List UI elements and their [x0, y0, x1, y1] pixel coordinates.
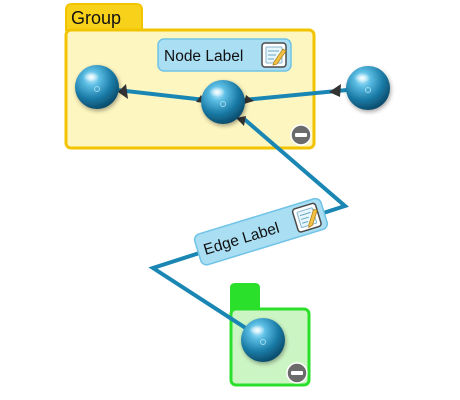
- node-right[interactable]: [346, 66, 390, 110]
- edit-note-icon[interactable]: [291, 202, 322, 233]
- minus-glyph: [295, 133, 307, 137]
- node-label-text: Node Label: [164, 48, 243, 65]
- group-collapse-button[interactable]: [290, 124, 312, 146]
- node-in-folder[interactable]: [241, 318, 285, 362]
- node-label-box[interactable]: [157, 38, 292, 72]
- minus-glyph: [291, 371, 303, 375]
- edge-arrow: [329, 84, 341, 97]
- group-title: Group: [71, 8, 121, 28]
- edge-arrow: [244, 95, 254, 104]
- node-center[interactable]: [201, 80, 245, 124]
- folder-tab[interactable]: [230, 283, 260, 313]
- edit-note-icon[interactable]: [261, 42, 287, 68]
- node-label[interactable]: Node Label: [157, 38, 292, 72]
- edge-arrow: [236, 116, 246, 126]
- edge-arrow: [118, 84, 128, 99]
- node-left[interactable]: [75, 65, 119, 109]
- edge-label[interactable]: Edge Label: [193, 197, 329, 266]
- folder-collapse-button[interactable]: [286, 362, 308, 384]
- group-tab[interactable]: [65, 3, 143, 31]
